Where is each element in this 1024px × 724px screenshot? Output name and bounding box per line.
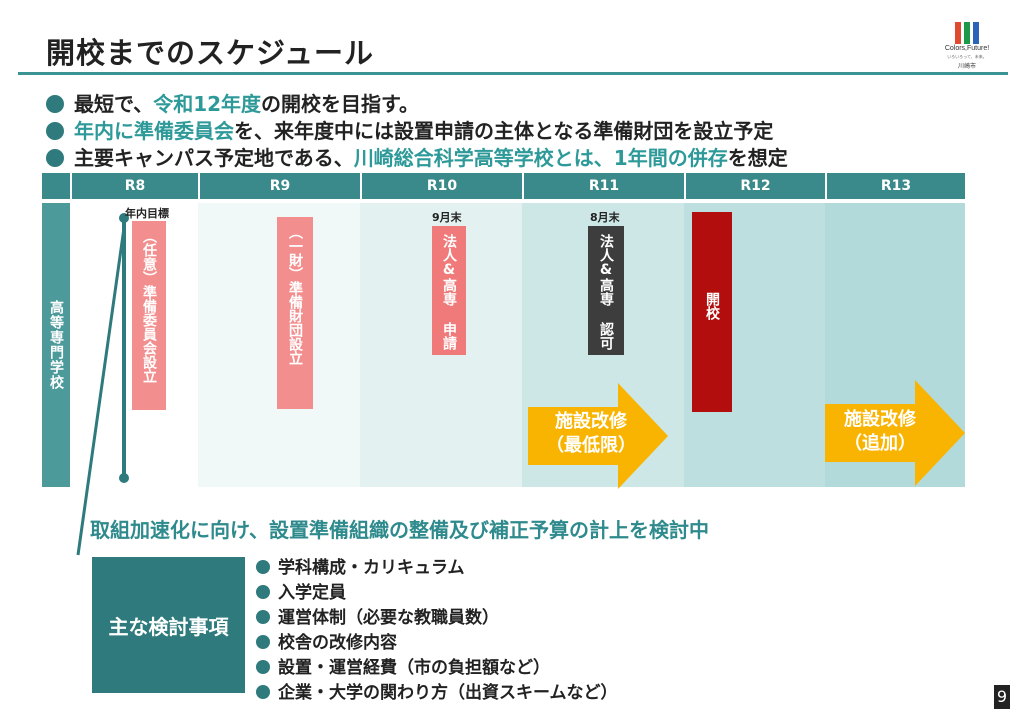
note-r11: 8月末	[590, 211, 620, 224]
bullet-highlight: 川崎総合科学高等学校とは、1年間の併存	[353, 146, 728, 170]
topic-item-5: 設置・運営経費（市の負担額など）	[256, 653, 550, 678]
bullet-text: 最短で、	[74, 92, 154, 116]
bar-r12-opening: 開校	[692, 212, 732, 412]
arrow-r13	[825, 380, 965, 486]
bullet-text: 主要キャンパス予定地である、	[74, 146, 354, 170]
logo-slogan: Colors,Future!	[944, 45, 990, 52]
row-label: 高等専門学校	[42, 203, 70, 487]
year-r8: R8	[70, 173, 198, 199]
bullet-text: を想定	[727, 146, 788, 170]
year-r9: R9	[198, 173, 360, 199]
arrow-r13-label: 施設改修 （追加）	[830, 408, 930, 456]
city-logo: Colors,Future! いろいろって、未来。 川崎市	[942, 20, 992, 76]
connector-diagonal-line	[76, 227, 126, 556]
note-r10: 9月末	[432, 211, 462, 224]
topic-text: 校舎の改修内容	[278, 633, 397, 653]
arrow-r13-line2: （追加）	[844, 433, 916, 454]
arrow-r11	[528, 383, 668, 489]
topic-text: 入学定員	[278, 583, 346, 603]
bullet-dot-icon	[256, 610, 270, 624]
bullet-3: 主要キャンパス予定地である、川崎総合科学高等学校とは、1年間の併存を想定	[46, 142, 788, 171]
topic-item-3: 運営体制（必要な教職員数）	[256, 603, 499, 628]
bullet-dot-icon	[256, 635, 270, 649]
r8-start-dot	[119, 213, 129, 223]
bullet-dot-icon	[256, 560, 270, 574]
arrow-r13-shape	[825, 380, 965, 486]
bullet-dot-icon	[256, 585, 270, 599]
bullet-dot-icon	[46, 95, 64, 113]
bar-r8-committee: （任意）準備委員会設立	[132, 221, 166, 410]
bullet-dot-icon	[256, 685, 270, 699]
note-r8: 年内目標	[125, 207, 169, 220]
bar-r11-approval: 法人&高専 認可	[588, 226, 624, 355]
page-title: 開校までのスケジュール	[46, 36, 374, 70]
logo-city-name: 川崎市	[957, 63, 976, 70]
logo-bars-icon	[955, 22, 979, 44]
topic-item-2: 入学定員	[256, 578, 346, 603]
page-number: 9	[994, 685, 1010, 709]
bar-r9-foundation: （一財）準備財団設立	[277, 217, 313, 409]
year-r12: R12	[684, 173, 825, 199]
topic-text: 学科構成・カリキュラム	[278, 558, 465, 578]
arrow-r11-line2: （最低限）	[546, 435, 636, 456]
bullet-dot-icon	[46, 122, 64, 140]
year-r10: R10	[360, 173, 522, 199]
bullet-2: 年内に準備委員会を、来年度中には設置申請の主体となる準備財団を設立予定	[46, 115, 773, 144]
bullet-highlight: 年内に準備委員会	[74, 119, 234, 143]
topic-item-1: 学科構成・カリキュラム	[256, 553, 465, 578]
timeline-connector	[76, 213, 129, 556]
timeline-year-header: R8 R9 R10 R11 R12 R13	[42, 173, 965, 199]
year-r11: R11	[522, 173, 684, 199]
arrow-r13-line1: 施設改修	[844, 409, 916, 430]
bullet-highlight: 令和12年度	[153, 92, 262, 116]
topic-item-4: 校舎の改修内容	[256, 628, 397, 653]
bar-r10-application: 法人&高専 申請	[432, 226, 466, 355]
year-r13: R13	[825, 173, 965, 199]
topic-item-6: 企業・大学の関わり方（出資スキームなど）	[256, 678, 618, 703]
topic-text: 設置・運営経費（市の負担額など）	[278, 658, 550, 678]
bullet-1: 最短で、令和12年度の開校を目指す。	[46, 88, 419, 117]
bullet-text: を、来年度中には設置申請の主体となる準備財団を設立予定	[234, 119, 774, 143]
bullet-dot-icon	[256, 660, 270, 674]
bullet-dot-icon	[46, 149, 64, 167]
logo-subslogan: いろいろって、未来。	[947, 54, 987, 59]
main-topics-box: 主な検討事項	[92, 557, 245, 693]
bullet-text: の開校を目指す。	[261, 92, 420, 116]
subheading: 取組加速化に向け、設置準備組織の整備及び補正予算の計上を検討中	[90, 518, 709, 542]
arrow-r11-label: 施設改修 （最低限）	[536, 410, 646, 458]
topic-text: 企業・大学の関わり方（出資スキームなど）	[278, 683, 618, 703]
r8-end-dot	[119, 473, 129, 483]
topic-text: 運営体制（必要な教職員数）	[278, 608, 499, 628]
title-underline	[18, 72, 1008, 75]
arrow-r11-shape	[528, 383, 668, 489]
arrow-r11-line1: 施設改修	[555, 411, 627, 432]
